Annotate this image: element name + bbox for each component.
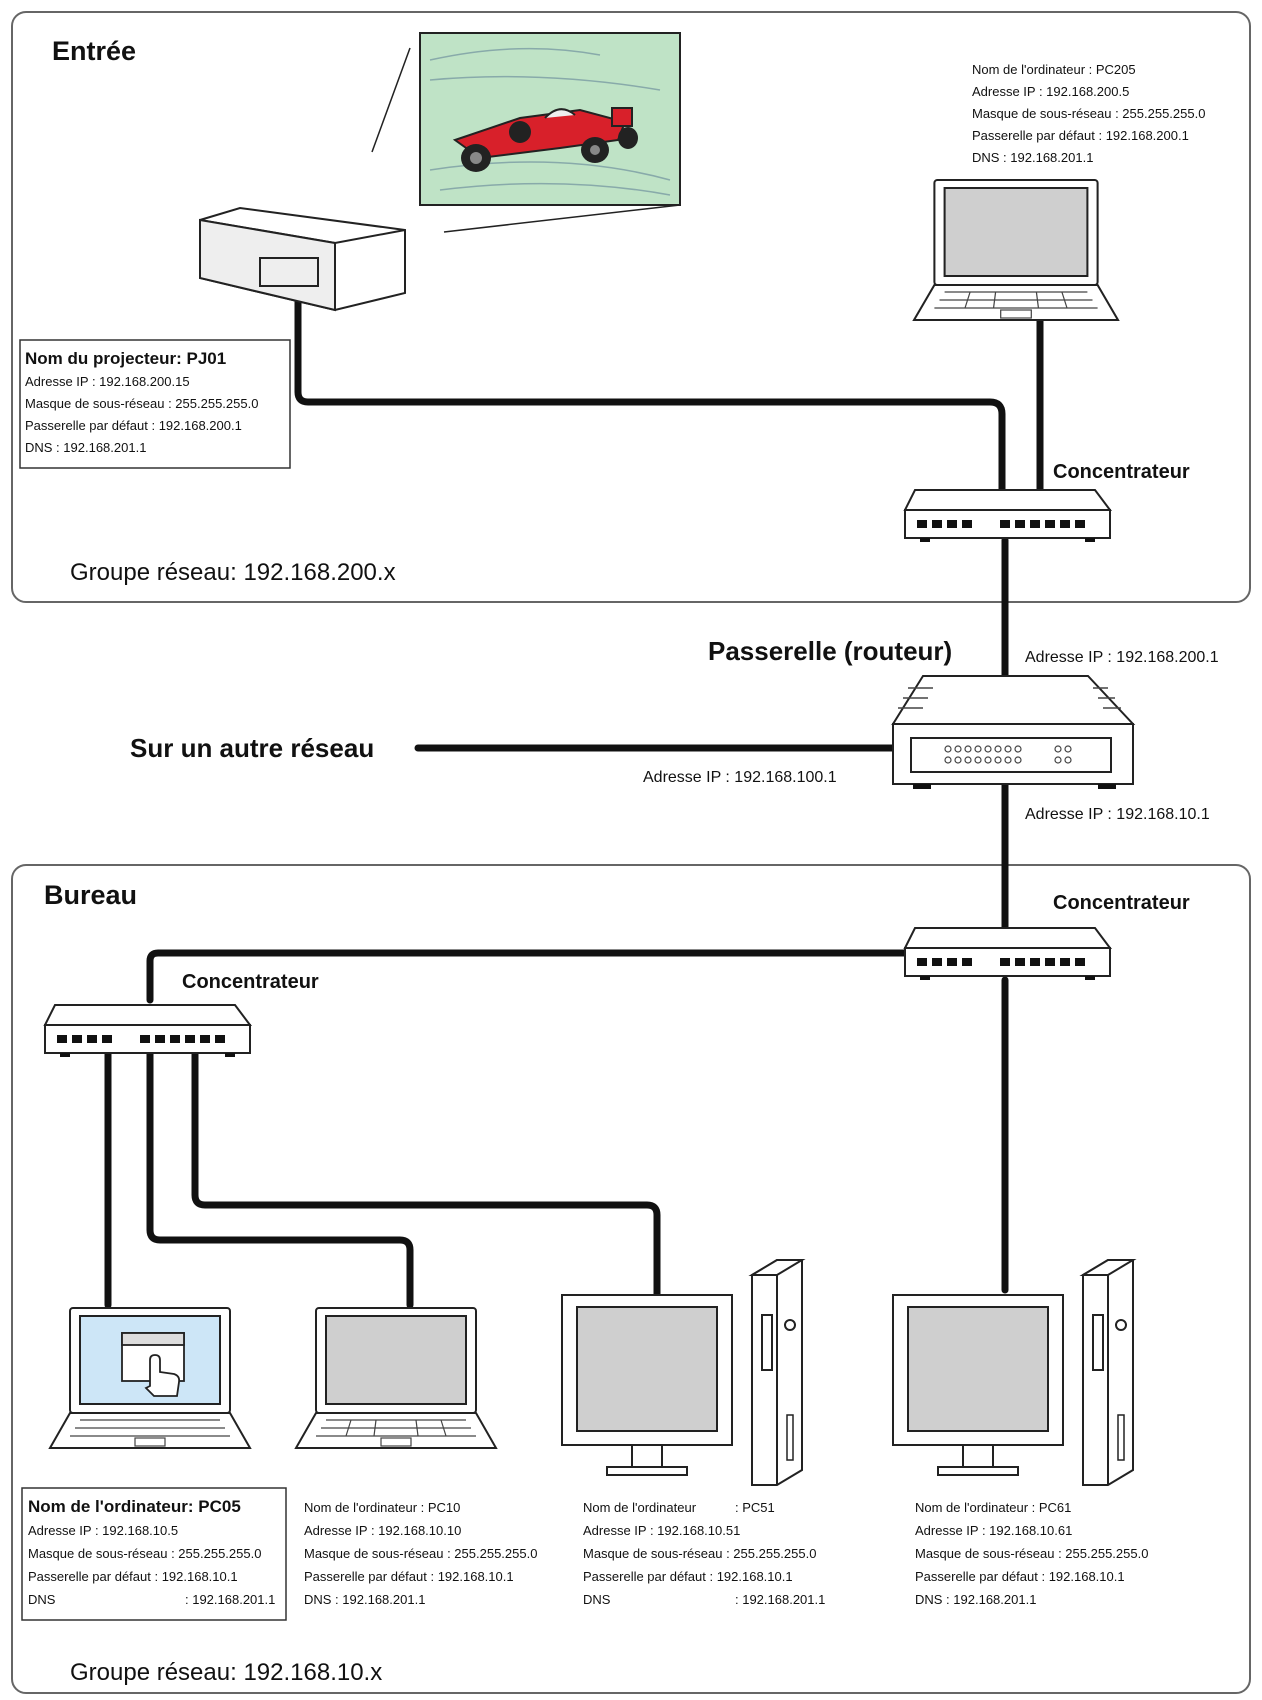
pc205-name: Nom de l'ordinateur : PC205	[972, 62, 1136, 77]
pc51-dns-label: DNS	[583, 1592, 611, 1607]
projector-dns: DNS : 192.168.201.1	[25, 440, 146, 455]
pc51-gateway: Passerelle par défaut : 192.168.10.1	[583, 1569, 793, 1584]
pc205-laptop-icon	[912, 178, 1120, 322]
pc51-desktop-icon	[561, 1259, 803, 1486]
zone-bureau-title: Bureau	[44, 880, 137, 910]
zone-bureau	[11, 864, 1251, 1694]
hub-entree-icon	[904, 489, 1111, 543]
projector-ip: Adresse IP : 192.168.200.15	[25, 374, 190, 389]
projector-gateway: Passerelle par défaut : 192.168.200.1	[25, 418, 242, 433]
zone-entree	[11, 11, 1251, 603]
projected-image	[371, 32, 681, 233]
pc10-dns: DNS : 192.168.201.1	[304, 1592, 425, 1607]
cable-hub-pc51	[191, 1046, 661, 1299]
hub-bureau-left-icon	[44, 1004, 251, 1058]
zone-bureau-group: Groupe réseau: 192.168.10.x	[70, 1659, 382, 1686]
pc05-mask: Masque de sous-réseau : 255.255.255.0	[28, 1546, 261, 1561]
pc61-desktop-icon	[892, 1259, 1134, 1486]
projector-info: Nom du projecteur: PJ01 Adresse IP : 192…	[19, 339, 291, 469]
router-ip-left: Adresse IP : 192.168.100.1	[643, 769, 837, 786]
race-car-icon	[452, 107, 638, 172]
pc05-name: Nom de l'ordinateur: PC05	[28, 1497, 241, 1516]
zone-entree-group: Groupe réseau: 192.168.200.x	[70, 559, 396, 586]
cable-projector-hub	[294, 296, 1006, 494]
pc61-info: Nom de l'ordinateur : PC61 Adresse IP : …	[915, 1500, 1148, 1607]
pc61-mask: Masque de sous-réseau : 255.255.255.0	[915, 1546, 1148, 1561]
pc61-gateway: Passerelle par défaut : 192.168.10.1	[915, 1569, 1125, 1584]
pc05-info: Nom de l'ordinateur: PC05 Adresse IP : 1…	[21, 1487, 287, 1621]
router-ip-bottom: Adresse IP : 192.168.10.1	[1025, 806, 1210, 823]
pc51-mask: Masque de sous-réseau : 255.255.255.0	[583, 1546, 816, 1561]
pc51-name-label: Nom de l'ordinateur	[583, 1500, 697, 1515]
projector-name: Nom du projecteur: PJ01	[25, 349, 226, 368]
zone-entree-title: Entrée	[52, 36, 136, 66]
hub-entree-label: Concentrateur	[1053, 461, 1190, 483]
pc205-gateway: Passerelle par défaut : 192.168.200.1	[972, 128, 1189, 143]
pc10-name: Nom de l'ordinateur : PC10	[304, 1500, 460, 1515]
pc205-dns: DNS : 192.168.201.1	[972, 150, 1093, 165]
hand-cursor-icon	[121, 1332, 185, 1397]
pc51-info: Nom de l'ordinateur : PC51 Adresse IP : …	[583, 1500, 825, 1607]
pc61-ip: Adresse IP : 192.168.10.61	[915, 1523, 1072, 1538]
pc61-name: Nom de l'ordinateur : PC61	[915, 1500, 1071, 1515]
pc205-ip: Adresse IP : 192.168.200.5	[972, 84, 1129, 99]
projector-mask: Masque de sous-réseau : 255.255.255.0	[25, 396, 258, 411]
pc205-info: Nom de l'ordinateur : PC205 Adresse IP :…	[972, 62, 1205, 165]
pc10-gateway: Passerelle par défaut : 192.168.10.1	[304, 1569, 514, 1584]
pc10-info: Nom de l'ordinateur : PC10 Adresse IP : …	[304, 1500, 537, 1607]
pc10-laptop-icon	[295, 1307, 497, 1449]
pc10-mask: Masque de sous-réseau : 255.255.255.0	[304, 1546, 537, 1561]
router-icon	[891, 675, 1136, 789]
pc10-ip: Adresse IP : 192.168.10.10	[304, 1523, 461, 1538]
pc05-dns-value: : 192.168.201.1	[185, 1592, 275, 1607]
cable-hub-hub	[146, 949, 909, 1004]
other-network-label: Sur un autre réseau	[130, 733, 374, 763]
pc51-dns-value: : 192.168.201.1	[735, 1592, 825, 1607]
router-ip-top: Adresse IP : 192.168.200.1	[1025, 649, 1219, 666]
cable-hub-pc10	[146, 1046, 414, 1309]
pc51-name-value: : PC51	[735, 1500, 775, 1515]
pc61-dns: DNS : 192.168.201.1	[915, 1592, 1036, 1607]
hub-bureau-right-icon	[904, 927, 1111, 981]
pc05-gateway: Passerelle par défaut : 192.168.10.1	[28, 1569, 238, 1584]
pc51-ip: Adresse IP : 192.168.10.51	[583, 1523, 740, 1538]
pc205-mask: Masque de sous-réseau : 255.255.255.0	[972, 106, 1205, 121]
projector-icon	[199, 206, 406, 312]
router-title: Passerelle (routeur)	[708, 636, 952, 666]
hub-bureau-right-label: Concentrateur	[1053, 892, 1190, 914]
pc05-laptop-icon	[48, 1307, 252, 1449]
pc05-dns-label: DNS	[28, 1592, 56, 1607]
hub-bureau-left-label: Concentrateur	[182, 971, 319, 993]
pc05-ip: Adresse IP : 192.168.10.5	[28, 1523, 178, 1538]
